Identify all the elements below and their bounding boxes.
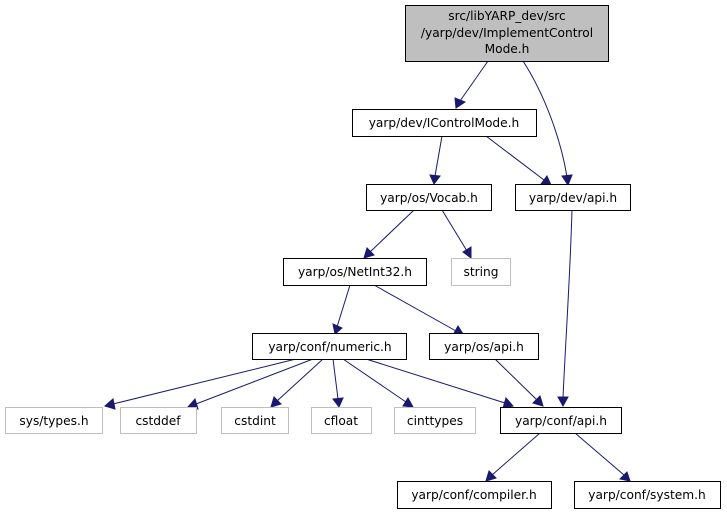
edge-numeric-to-cinttypes — [342, 358, 414, 408]
edge-netint32-to-numeric — [332, 284, 351, 335]
node-root-implementcontrolmode: src/libYARP_dev/src /yarp/dev/ImplementC… — [405, 5, 609, 62]
node-label-conf-api: yarp/conf/api.h — [515, 414, 607, 428]
root-label-line-2: /yarp/dev/ImplementControl — [421, 26, 593, 40]
edge-numeric-to-cstdint — [270, 358, 324, 408]
node-label-vocab: yarp/os/Vocab.h — [380, 191, 478, 205]
node-label-netint32: yarp/os/NetInt32.h — [298, 265, 412, 279]
edge-dev-api-to-conf-api — [557, 209, 573, 408]
edge-numeric-to-sys-types — [103, 358, 297, 410]
node-conf-api: yarp/conf/api.h — [500, 407, 622, 434]
node-icontrolmode: yarp/dev/IControlMode.h — [352, 109, 537, 137]
edge-conf-api-to-compiler — [485, 432, 541, 482]
node-cfloat: cfloat — [311, 407, 372, 434]
node-os-api: yarp/os/api.h — [429, 333, 539, 360]
node-label-cstddef: cstddef — [135, 414, 181, 428]
node-numeric: yarp/conf/numeric.h — [252, 333, 407, 360]
node-vocab: yarp/os/Vocab.h — [366, 184, 492, 211]
node-sys-types: sys/types.h — [5, 407, 103, 434]
node-label-compiler: yarp/conf/compiler.h — [411, 488, 536, 502]
node-label-cinttypes: cinttypes — [407, 414, 463, 428]
node-label-system: yarp/conf/system.h — [588, 488, 705, 502]
edge-numeric-to-cfloat — [332, 358, 344, 408]
edge-root-to-icontrolmode — [454, 60, 489, 109]
node-label-cfloat: cfloat — [324, 414, 358, 428]
edge-netint32-to-os-api — [373, 284, 464, 336]
node-label-os-api: yarp/os/api.h — [444, 340, 524, 354]
edge-vocab-to-string — [441, 209, 472, 259]
node-label-dev-api: yarp/dev/api.h — [529, 191, 617, 205]
node-system: yarp/conf/system.h — [574, 481, 721, 509]
node-netint32: yarp/os/NetInt32.h — [283, 258, 427, 286]
node-cstdint: cstdint — [221, 407, 289, 434]
node-cstddef: cstddef — [120, 407, 197, 434]
node-cinttypes: cinttypes — [394, 407, 476, 434]
node-string: string — [451, 258, 511, 286]
edge-root-to-dev-api — [522, 60, 573, 187]
edge-icontrolmode-to-dev-api — [485, 135, 552, 186]
node-compiler: yarp/conf/compiler.h — [397, 481, 552, 509]
edge-icontrolmode-to-vocab — [429, 135, 443, 185]
edge-numeric-to-conf-api — [365, 358, 514, 409]
node-label-icontrolmode: yarp/dev/IControlMode.h — [369, 116, 520, 130]
node-label-numeric: yarp/conf/numeric.h — [268, 340, 391, 354]
edge-conf-api-to-system — [574, 432, 631, 482]
node-label-cstdint: cstdint — [234, 414, 276, 428]
root-label-line-3: Mode.h — [485, 42, 530, 56]
edge-numeric-to-cstddef — [187, 358, 314, 410]
node-dev-api: yarp/dev/api.h — [515, 184, 631, 211]
root-label-line-1: src/libYARP_dev/src — [448, 9, 566, 23]
edge-vocab-to-netint32 — [363, 209, 415, 259]
node-label-string: string — [464, 265, 499, 279]
edge-os-api-to-conf-api — [494, 358, 544, 407]
node-label-sys-types: sys/types.h — [19, 414, 88, 428]
